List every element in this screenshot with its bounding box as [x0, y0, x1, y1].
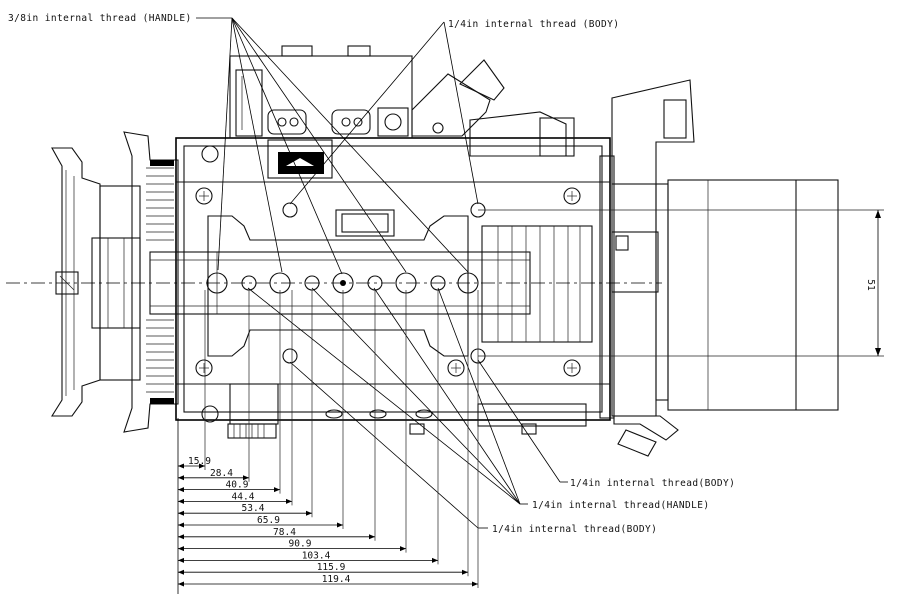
- dimension-label: 15.9: [188, 456, 211, 467]
- dimension-arrow: [432, 557, 438, 563]
- dimension-arrow: [286, 498, 292, 504]
- dimension-arrow: [274, 487, 280, 493]
- dimension-arrow: [462, 569, 468, 575]
- dimension-label: 119.4: [322, 574, 351, 585]
- dimension-51: 51: [865, 279, 876, 291]
- callout-14-handle-right: 1/4in internal thread(HANDLE): [532, 500, 709, 511]
- dimension-label: 65.9: [257, 515, 280, 526]
- dimension-label: 78.4: [273, 527, 296, 538]
- dimension-arrow: [178, 581, 184, 587]
- dimension-arrow: [472, 581, 478, 587]
- dimension-arrow: [178, 510, 184, 516]
- dimension-label: 53.4: [242, 503, 265, 514]
- camera-body: [149, 45, 611, 439]
- dimension-arrow: [178, 569, 184, 575]
- dimension-arrow: [199, 463, 205, 469]
- phillips-screw-icon: [195, 187, 581, 377]
- dimension-arrow: [369, 534, 375, 540]
- vertical-dimension: 51: [478, 209, 884, 357]
- dimension-arrow: [178, 522, 184, 528]
- dimension-arrow: [178, 557, 184, 563]
- dimension-arrow: [178, 534, 184, 540]
- dimension-label: 44.4: [232, 491, 255, 502]
- dimension-arrow: [178, 487, 184, 493]
- horizontal-dimensions: 15.928.440.944.453.465.978.490.9103.4115…: [177, 290, 479, 594]
- dimension-label: 40.9: [226, 480, 249, 491]
- dimension-arrow: [243, 475, 249, 481]
- dimension-arrow: [306, 510, 312, 516]
- callout-leaders: [196, 17, 568, 529]
- dimension-arrow: [178, 498, 184, 504]
- dimension-arrow: [337, 522, 343, 528]
- dimension-label: 28.4: [210, 468, 233, 479]
- dimension-label: 90.9: [289, 539, 312, 550]
- battery-module: [599, 79, 839, 457]
- lens-mount-icon: [51, 131, 179, 433]
- callout-14-body-right-2: 1/4in internal thread(BODY): [492, 524, 657, 535]
- dimension-arrow: [178, 546, 184, 552]
- dimension-arrow: [400, 546, 406, 552]
- callout-38-handle: 3/8in internal thread (HANDLE): [8, 13, 192, 24]
- dimension-arrow: [178, 475, 184, 481]
- dimension-arrow: [178, 463, 184, 469]
- dimension-label: 115.9: [317, 562, 346, 573]
- dimension-label: 103.4: [302, 550, 331, 561]
- callout-14-body-top: 1/4in internal thread (BODY): [448, 19, 619, 30]
- callout-14-body-right: 1/4in internal thread(BODY): [570, 478, 735, 489]
